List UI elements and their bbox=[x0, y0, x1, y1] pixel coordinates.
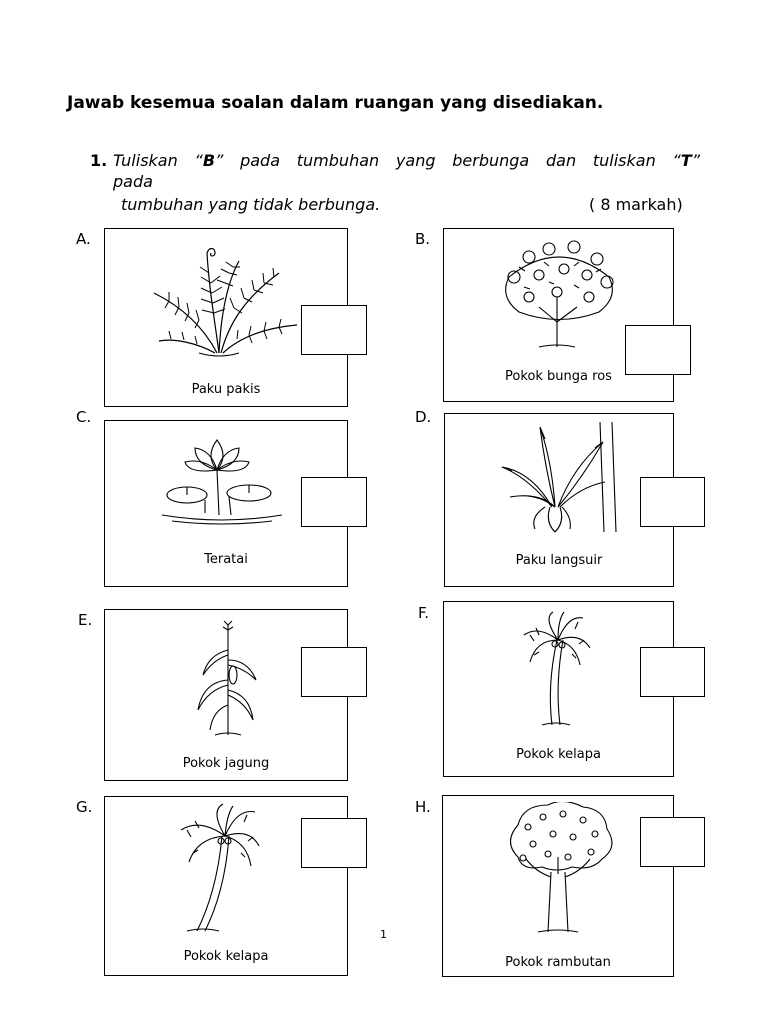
question-number: 1. bbox=[90, 151, 108, 170]
answer-box-g[interactable] bbox=[301, 818, 367, 868]
item-letter: H. bbox=[415, 798, 431, 816]
plant-card-f: Pokok kelapa bbox=[443, 601, 674, 777]
page-number: 1 bbox=[380, 928, 387, 941]
answer-box-a[interactable] bbox=[301, 305, 367, 355]
question-line-1: Tuliskan “B” pada tumbuhan yang berbunga… bbox=[113, 151, 700, 170]
plant-card-d: Paku langsuir bbox=[444, 413, 674, 587]
item-letter: B. bbox=[415, 230, 431, 248]
answer-box-d[interactable] bbox=[640, 477, 705, 527]
letter-t-marker: T bbox=[680, 151, 692, 170]
plant-caption: Pokok bunga ros bbox=[505, 369, 612, 384]
marks-label: ( 8 markah) bbox=[589, 195, 683, 214]
answer-box-h[interactable] bbox=[640, 817, 705, 867]
answer-box-e[interactable] bbox=[301, 647, 367, 697]
answer-box-b[interactable] bbox=[625, 325, 691, 375]
plant-card-b: Pokok bunga ros bbox=[443, 228, 674, 402]
plant-caption: Pokok kelapa bbox=[183, 949, 269, 964]
answer-box-f[interactable] bbox=[640, 647, 705, 697]
rambutan-tree-icon bbox=[503, 802, 613, 936]
question-line-2: pada bbox=[113, 172, 153, 191]
rose-bush-icon bbox=[489, 237, 629, 349]
item-letter: D. bbox=[415, 408, 432, 426]
corn-plant-icon bbox=[193, 620, 263, 738]
instruction-heading: Jawab kesemua soalan dalam ruangan yang … bbox=[67, 93, 604, 113]
letter-b-marker: B bbox=[202, 151, 216, 170]
item-letter: A. bbox=[76, 230, 91, 248]
plant-caption: Pokok rambutan bbox=[505, 955, 611, 970]
plant-caption: Paku langsuir bbox=[515, 553, 603, 568]
question-text-part: ” bbox=[691, 151, 701, 170]
plant-card-h: Pokok rambutan bbox=[442, 795, 674, 977]
lotus-icon bbox=[157, 435, 287, 530]
plant-caption: Pokok kelapa bbox=[516, 747, 601, 762]
answer-box-c[interactable] bbox=[301, 477, 367, 527]
item-letter: G. bbox=[76, 798, 93, 816]
coconut-tree-icon bbox=[522, 610, 592, 728]
plant-caption: Teratai bbox=[204, 552, 248, 567]
plant-card-g: Pokok kelapa bbox=[104, 796, 348, 976]
plant-caption: Pokok jagung bbox=[182, 756, 270, 771]
item-letter: F. bbox=[418, 604, 429, 622]
birds-nest-fern-icon bbox=[500, 422, 620, 534]
question-text-part: ” pada tumbuhan yang berbunga dan tulisk… bbox=[215, 151, 681, 170]
plant-caption: Paku pakis bbox=[191, 382, 261, 397]
question-text-part: Tuliskan “ bbox=[113, 151, 203, 170]
question-line-3: tumbuhan yang tidak berbunga. bbox=[121, 195, 381, 214]
fern-icon bbox=[149, 243, 299, 361]
item-letter: E. bbox=[78, 611, 93, 629]
coconut-tree-icon bbox=[177, 803, 261, 935]
item-letter: C. bbox=[76, 408, 92, 426]
